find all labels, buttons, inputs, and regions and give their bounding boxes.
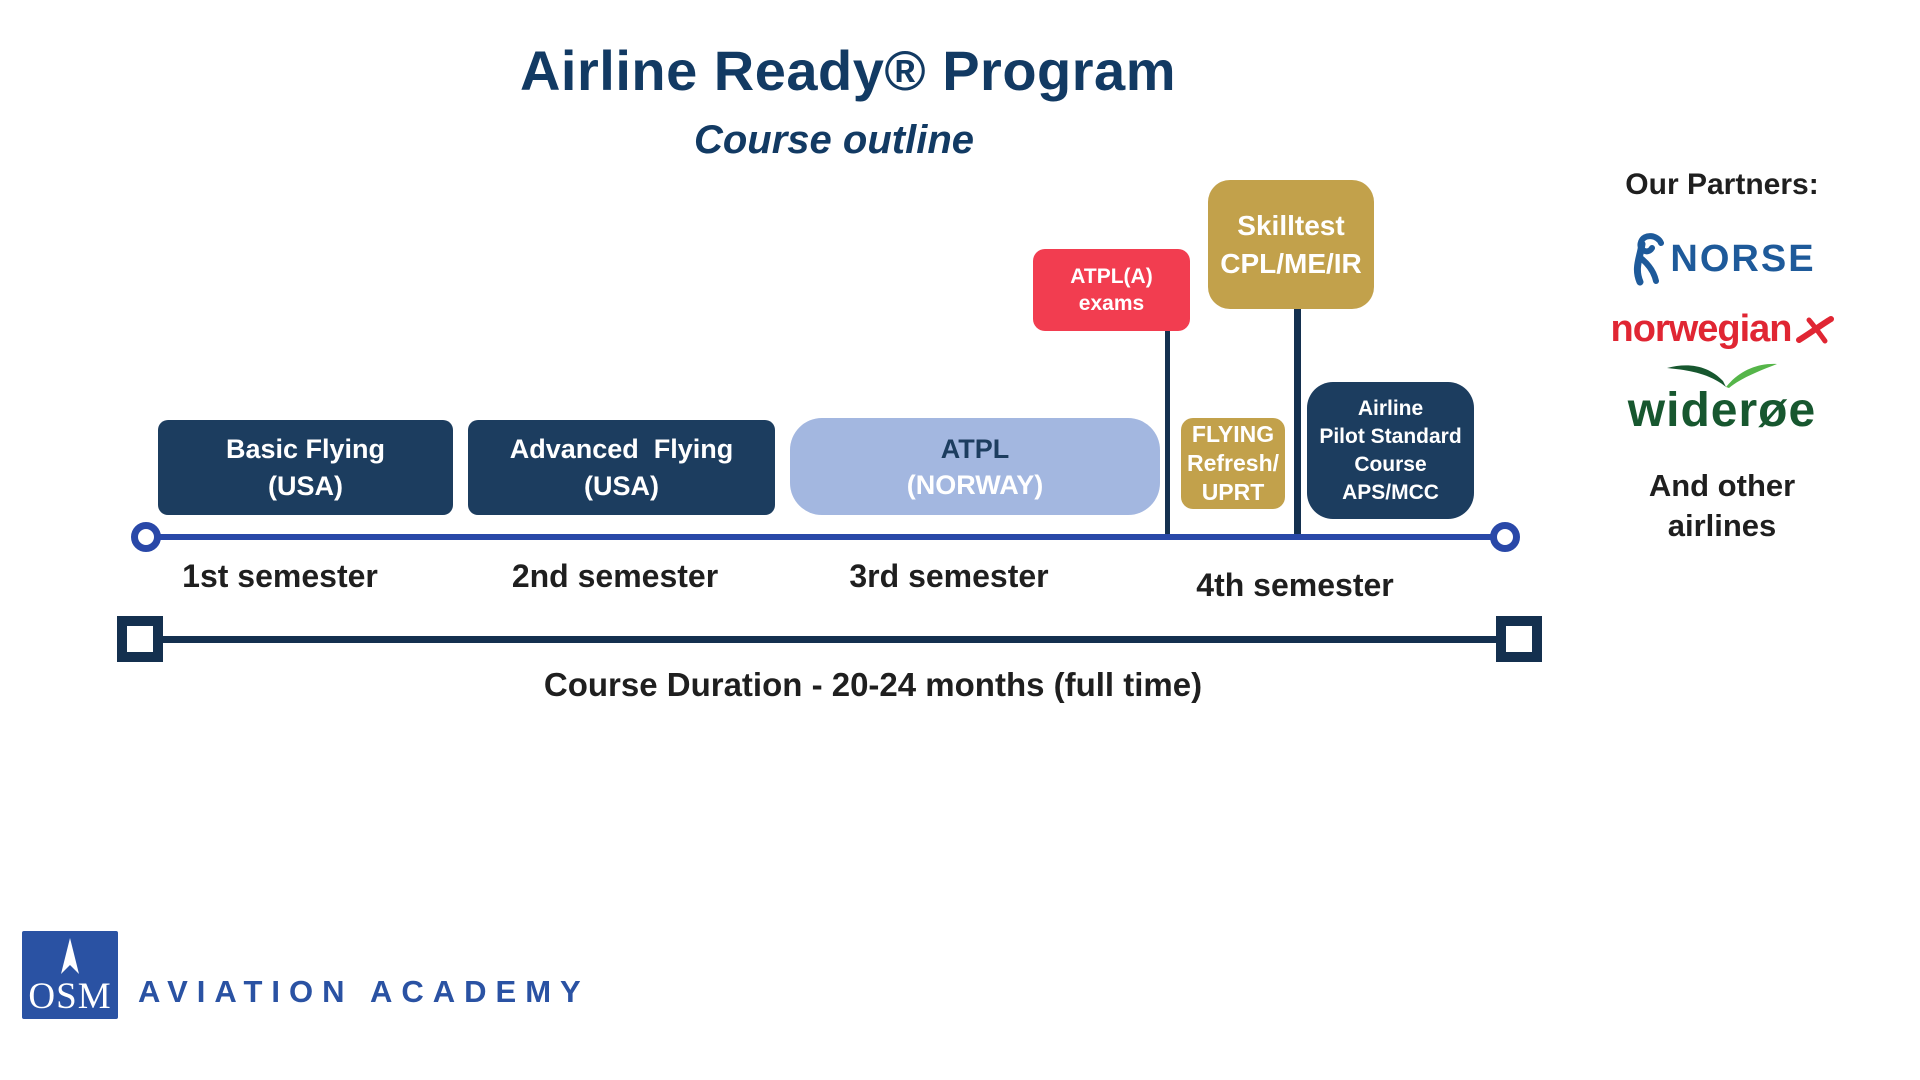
atpl-line1: ATPL: [940, 433, 1010, 464]
partners-panel: Our Partners: NORSE norwegian widerøe: [1588, 168, 1856, 546]
callout-atpla-line1: ATPL(A): [1070, 265, 1153, 288]
osm-logo-text: OSM: [28, 976, 112, 1017]
advanced-flying-line1: Advanced Flying: [509, 433, 734, 464]
norwegian-wordmark: norwegian: [1610, 308, 1792, 350]
callout-atpla-exams: ATPL(A) exams: [1033, 249, 1190, 331]
callout-atpla-line2: exams: [1078, 292, 1145, 315]
aps-line2: Pilot Standard: [1319, 424, 1462, 448]
flying-line2: Refresh/: [1186, 450, 1280, 476]
partners-heading: Our Partners:: [1625, 168, 1819, 201]
aps-line4: APS/MCC: [1342, 480, 1439, 504]
airplane-icon: [1795, 315, 1834, 343]
page-subtitle: Course outline: [693, 118, 975, 162]
aps-line3: Course: [1354, 452, 1427, 476]
skilltest-connector-line: [1294, 306, 1301, 538]
brand-wordmark: AVIATION ACADEMY: [138, 974, 590, 1009]
duration-label: Course Duration - 20-24 months (full tim…: [543, 666, 1203, 703]
timeline-start-circle: [131, 522, 161, 552]
spire-arrow-icon: [61, 938, 79, 974]
osm-logo: OSM: [22, 931, 118, 1019]
bird-wings-icon: [1667, 363, 1777, 388]
partner-logo-wideroe: widerøe: [1588, 361, 1856, 438]
duration-end-square: [1496, 616, 1542, 662]
callout-skilltest: Skilltest CPL/ME/IR: [1208, 180, 1374, 309]
duration-start-square: [117, 616, 163, 662]
partner-logo-norwegian: norwegian: [1588, 308, 1856, 351]
flying-line1: FLYING: [1191, 421, 1275, 447]
callout-skilltest-line2: CPL/ME/IR: [1220, 247, 1362, 279]
course-block-flying-refresh-uprt: FLYING Refresh/ UPRT: [1181, 418, 1285, 509]
atpl-line2: (NORWAY): [906, 469, 1044, 500]
callout-skilltest-line1: Skilltest: [1237, 209, 1345, 241]
basic-flying-line1: Basic Flying: [225, 433, 386, 464]
norse-prow-icon: [1634, 233, 1665, 286]
semester-label-2: 2nd semester: [511, 558, 719, 594]
partners-footer-line1: And other: [1648, 468, 1796, 503]
basic-flying-line2: (USA): [268, 470, 343, 501]
timeline-line: [146, 534, 1504, 540]
partner-logo-norse: NORSE: [1588, 232, 1856, 286]
partners-footer: And other airlines: [1588, 466, 1856, 546]
semester-label-1: 1st semester: [182, 558, 378, 594]
wideroe-wordmark: widerøe: [1627, 384, 1817, 437]
timeline-end-circle: [1490, 522, 1520, 552]
semester-label-3: 3rd semester: [849, 558, 1049, 594]
norse-wordmark: NORSE: [1670, 237, 1816, 280]
semester-label-4: 4th semester: [1196, 567, 1394, 603]
course-block-aps-mcc: Airline Pilot Standard Course APS/MCC: [1307, 382, 1474, 519]
atpla-exams-connector-line: [1165, 328, 1170, 538]
page-title: Airline Ready® Program: [519, 39, 1176, 102]
advanced-flying-line2: (USA): [584, 470, 659, 501]
course-block-atpl-norway: ATPL (NORWAY): [790, 418, 1160, 515]
duration-bar-line: [162, 636, 1497, 643]
course-block-advanced-flying: Advanced Flying (USA): [468, 420, 775, 515]
flying-line3: UPRT: [1201, 479, 1265, 505]
aps-line1: Airline: [1357, 396, 1424, 420]
course-block-basic-flying: Basic Flying (USA): [158, 420, 453, 515]
partners-footer-line2: airlines: [1667, 508, 1777, 543]
